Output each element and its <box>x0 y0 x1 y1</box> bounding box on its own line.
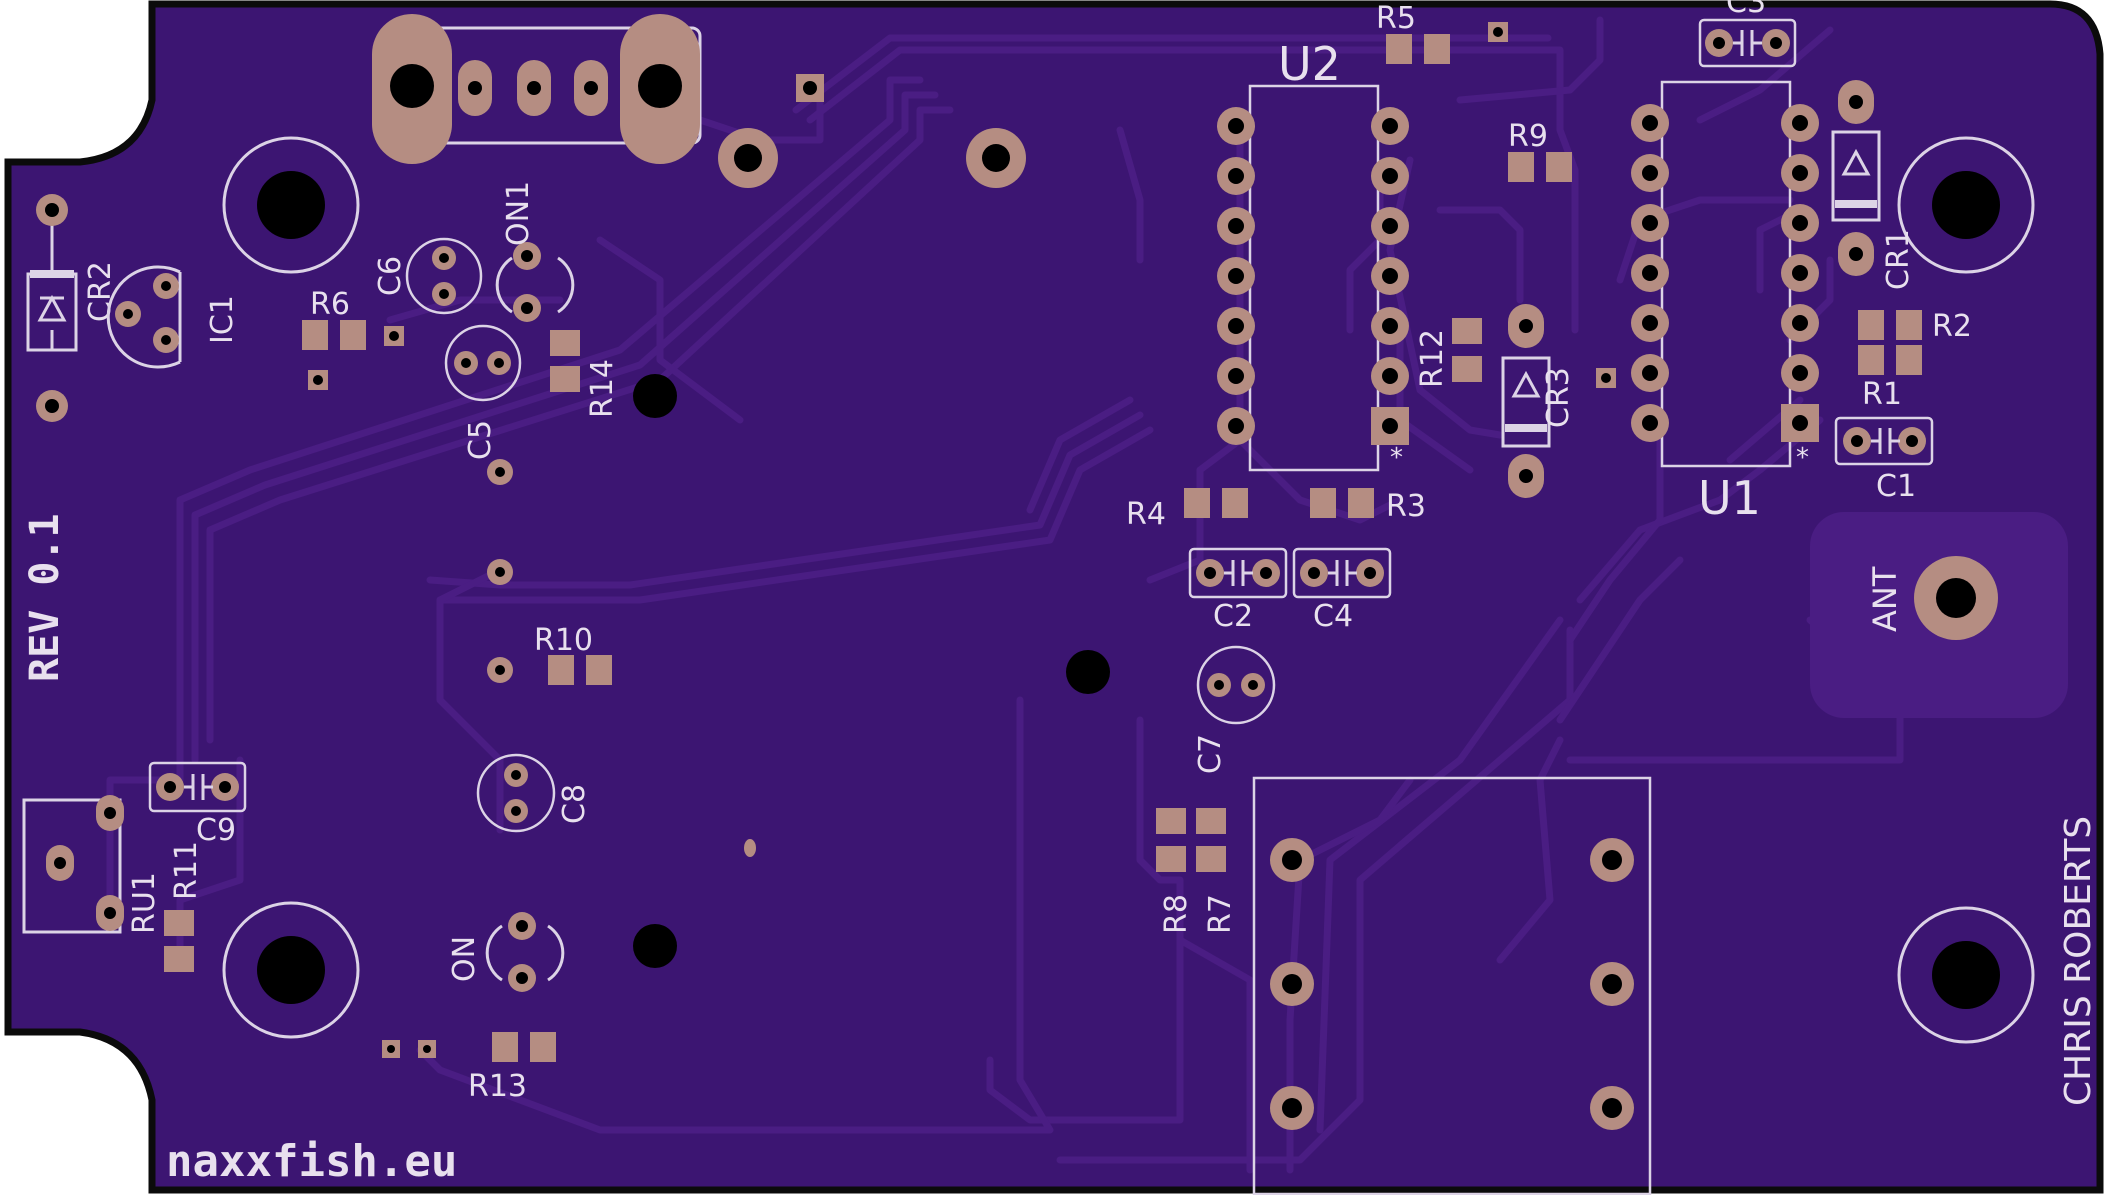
r5-label: R5 <box>1376 1 1416 36</box>
r12-label: R12 <box>1415 329 1450 388</box>
c3-label: C3 <box>1726 0 1766 20</box>
capacitor-c9: C9 <box>148 761 247 848</box>
capacitor-c2: C2 <box>1188 547 1288 634</box>
r2-label: R2 <box>1932 309 1972 344</box>
large-pads <box>718 74 1998 640</box>
c7-label: C7 <box>1193 734 1228 774</box>
resistor-r5: R5 <box>1376 1 1450 64</box>
author-label: CHRIS ROBERTS <box>2058 816 2099 1106</box>
resistor-r10: R10 <box>487 623 612 685</box>
svg-text:*: * <box>1390 443 1403 473</box>
r11-label: R11 <box>169 841 204 900</box>
r14-label: R14 <box>585 359 620 418</box>
capacitor-c8: C8 <box>476 753 592 833</box>
diode-cr2: CR2 <box>26 194 118 422</box>
cr1-label: CR1 <box>1881 229 1916 290</box>
diode-cr1: CR1 <box>1831 80 1916 290</box>
mounting-hole-bottom-right <box>1897 906 2035 1044</box>
r9-label: R9 <box>1508 119 1548 154</box>
ic1-regulator: IC1 <box>106 265 240 369</box>
on-label: ON <box>447 936 482 982</box>
mounting-hole-bottom-left <box>222 901 360 1039</box>
resistor-r12: R12 <box>1415 318 1482 388</box>
c5-label: C5 <box>463 420 498 460</box>
resistor-r2: R2 <box>1858 309 1972 344</box>
resistor-r9: R9 <box>1508 119 1572 182</box>
svg-text:*: * <box>1796 443 1809 473</box>
resistor-r3: R3 <box>1310 488 1426 524</box>
resistor-r11: R11 <box>164 841 204 972</box>
website-label: naxxfish.eu <box>166 1136 457 1187</box>
vias <box>633 374 1110 968</box>
capacitor-c3: C3 <box>1698 0 1797 68</box>
led-on: ON <box>447 912 565 992</box>
capacitor-c7: C7 <box>1193 645 1276 774</box>
r6-label: R6 <box>310 287 350 322</box>
c1-label: C1 <box>1876 469 1916 504</box>
power-jack <box>372 14 702 164</box>
c2-label: C2 <box>1213 599 1253 634</box>
u1-label: U1 <box>1698 471 1761 525</box>
resistor-r14: R14 <box>550 330 620 418</box>
capacitor-c1: C1 <box>1834 416 1934 504</box>
u2-dip14: * U2 <box>1217 37 1409 473</box>
relay-footprint <box>1252 776 1652 1195</box>
trimmer-ru1: RU1 <box>22 795 162 934</box>
led-on1: ON1 <box>495 181 575 322</box>
cr3-label: CR3 <box>1541 367 1576 428</box>
r8-label: R8 <box>1159 894 1194 934</box>
capacitor-c4: C4 <box>1292 547 1392 634</box>
r3-label: R3 <box>1386 489 1426 524</box>
u2-label: U2 <box>1278 37 1341 91</box>
capacitor-c5: C5 <box>444 324 522 460</box>
resistor-r4: R4 <box>1126 488 1248 532</box>
r4-label: R4 <box>1126 497 1166 532</box>
revision-label: REV 0.1 <box>22 513 68 682</box>
capacitor-c6: C6 <box>373 237 483 315</box>
misc-pads <box>487 22 1616 585</box>
r13-label: R13 <box>468 1069 527 1104</box>
diode-cr3: CR3 <box>1501 304 1576 498</box>
antenna-label: ANT <box>1866 566 1904 632</box>
resistor-r8-r7: R8 R7 <box>1156 808 1238 934</box>
r10-label: R10 <box>534 623 593 658</box>
resistor-r6: R6 <box>302 287 404 390</box>
r1-label: R1 <box>1862 377 1902 412</box>
c6-label: C6 <box>373 256 408 296</box>
c8-label: C8 <box>557 784 592 824</box>
resistor-r1: R1 <box>1858 345 1922 412</box>
r7-label: R7 <box>1203 894 1238 934</box>
u1-pins <box>1631 104 1819 442</box>
c4-label: C4 <box>1313 599 1353 634</box>
u1-dip14: * U1 <box>1631 80 1819 525</box>
mounting-hole-top-left <box>222 136 360 274</box>
resistor-r13: R13 <box>382 1032 556 1104</box>
cr2-label: CR2 <box>83 261 118 322</box>
ru1-label: RU1 <box>127 872 162 934</box>
on1-label: ON1 <box>501 181 536 246</box>
u2-pins <box>1217 107 1409 445</box>
c9-label: C9 <box>196 813 236 848</box>
ic1-label: IC1 <box>205 295 240 344</box>
mounting-hole-top-right <box>1897 136 2035 274</box>
